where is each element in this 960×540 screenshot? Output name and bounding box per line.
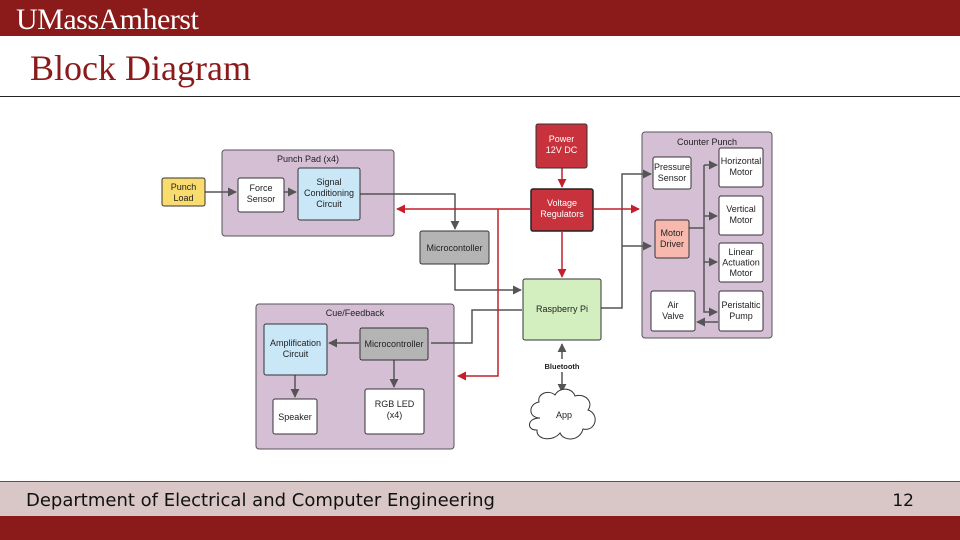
slide-number: 12 [892,491,914,511]
node-raspberry-pi: Raspberry Pi [522,278,602,341]
group-counter-punch-label: Counter Punch [677,137,737,147]
node-rgb-led: RGB LED(x4) [364,388,425,435]
department-name: Department of Electrical and Computer En… [26,490,495,511]
group-punch-pad-label: Punch Pad (x4) [277,154,339,164]
svg-text:Microcontoller: Microcontoller [426,243,482,253]
node-app-cloud: App [529,388,596,440]
power-connectors [396,168,640,381]
title-divider [0,96,960,97]
top-brand-bar: UMassAmherst [0,0,960,36]
footer-band: Department of Electrical and Computer En… [0,481,960,517]
svg-text:App: App [556,410,572,420]
node-speaker: Speaker [272,398,318,435]
svg-text:Microcontroller: Microcontroller [364,339,423,349]
gray-connectors [205,160,718,398]
bluetooth-link-label: Bluetooth [545,362,580,371]
svg-text:Bluetooth: Bluetooth [545,362,580,371]
svg-text:Raspberry Pi: Raspberry Pi [536,304,588,314]
group-cue-feedback-label: Cue/Feedback [326,308,385,318]
node-microcontroller-main: Microcontoller [419,230,490,265]
umass-logo: UMassAmherst [16,3,199,36]
svg-text:RGB LED(x4): RGB LED(x4) [375,399,415,420]
slide-title: Block Diagram [30,48,251,88]
node-microcontroller-cue: Microcontroller [359,327,429,361]
svg-text:Speaker: Speaker [278,412,312,422]
bottom-brand-bar [0,516,960,540]
block-diagram: Punch Pad (x4) Cue/Feedback Counter Punc… [161,123,773,450]
